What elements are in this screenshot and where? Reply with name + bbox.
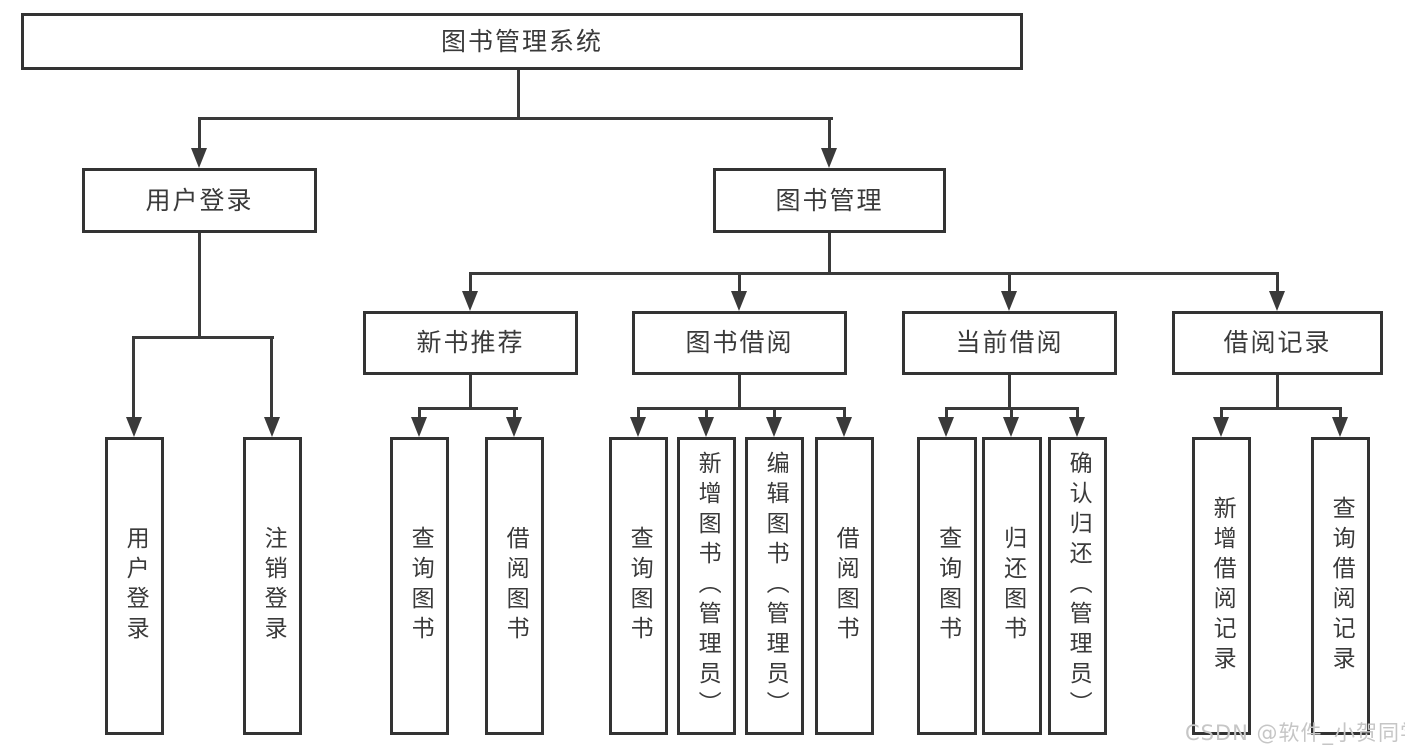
node-borrow-record: 借阅记录	[1172, 311, 1383, 375]
node-label: 查询借阅记录	[1328, 496, 1355, 676]
arrowhead-down-icon	[462, 291, 478, 311]
connector-line	[270, 336, 273, 421]
node-label: 图书借阅	[685, 328, 794, 358]
leaf-borrow-query-books: 查询图书	[609, 437, 668, 735]
node-book-borrow: 图书借阅	[632, 311, 847, 375]
arrowhead-down-icon	[1269, 291, 1285, 311]
node-label: 查询图书	[407, 526, 434, 646]
node-label: 注销登录	[260, 526, 287, 646]
leaf-current-return-books: 归还图书	[982, 437, 1042, 735]
node-new-book-recommend: 新书推荐	[363, 311, 578, 375]
node-label: 用户登录	[122, 526, 149, 646]
node-label: 新增借阅记录	[1209, 496, 1236, 676]
arrowhead-down-icon	[411, 417, 427, 437]
arrowhead-down-icon	[731, 291, 747, 311]
node-root: 图书管理系统	[21, 13, 1023, 70]
node-label: 新增图书（管理员）	[694, 451, 721, 721]
leaf-newbook-query-books: 查询图书	[390, 437, 449, 735]
connector-line	[1220, 407, 1342, 410]
node-label: 当前借阅	[955, 328, 1064, 358]
connector-line	[1008, 272, 1011, 296]
node-label: 归还图书	[999, 526, 1026, 646]
node-label: 借阅图书	[832, 526, 859, 646]
leaf-current-confirm-return-admin: 确认归还（管理员）	[1048, 437, 1107, 735]
leaf-record-query-borrow-record: 查询借阅记录	[1311, 437, 1370, 735]
connector-line	[828, 233, 831, 275]
connector-line	[1010, 407, 1013, 421]
leaf-newbook-borrow-books: 借阅图书	[485, 437, 544, 735]
connector-line	[1076, 407, 1079, 421]
node-label: 图书管理系统	[440, 26, 603, 56]
connector-line	[418, 407, 518, 410]
node-label: 查询图书	[626, 526, 653, 646]
node-label: 图书管理	[775, 185, 884, 215]
arrowhead-down-icon	[766, 417, 782, 437]
connector-line	[773, 407, 776, 421]
connector-line	[637, 407, 640, 421]
leaf-borrow-edit-books-admin: 编辑图书（管理员）	[745, 437, 804, 735]
connector-line	[1339, 407, 1342, 421]
connector-line	[513, 407, 516, 421]
node-book-management: 图书管理	[713, 168, 946, 233]
connector-line	[418, 407, 421, 421]
node-label: 编辑图书（管理员）	[762, 451, 789, 721]
connector-line	[1276, 375, 1279, 410]
node-label: 新书推荐	[416, 328, 525, 358]
leaf-record-add-borrow-record: 新增借阅记录	[1192, 437, 1251, 735]
connector-line	[828, 117, 831, 152]
watermark-text: CSDN @软件_小贺同学	[1185, 721, 1405, 745]
arrowhead-down-icon	[1001, 291, 1017, 311]
connector-line	[1220, 407, 1223, 421]
connector-line	[843, 407, 846, 421]
connector-line	[469, 272, 472, 296]
node-user-login: 用户登录	[82, 168, 317, 233]
arrowhead-down-icon	[821, 148, 837, 168]
connector-line	[1276, 272, 1279, 296]
node-current-borrow: 当前借阅	[902, 311, 1117, 375]
node-label: 确认归还（管理员）	[1065, 451, 1092, 721]
arrowhead-down-icon	[506, 417, 522, 437]
arrowhead-down-icon	[1332, 417, 1348, 437]
arrowhead-down-icon	[264, 417, 280, 437]
connector-line	[469, 272, 1279, 275]
node-label: 用户登录	[145, 185, 254, 215]
connector-line	[637, 407, 846, 410]
arrowhead-down-icon	[1003, 417, 1019, 437]
arrowhead-down-icon	[630, 417, 646, 437]
arrowhead-down-icon	[836, 417, 852, 437]
arrowhead-down-icon	[1069, 417, 1085, 437]
connector-line	[738, 272, 741, 296]
arrowhead-down-icon	[126, 417, 142, 437]
connector-line	[132, 336, 135, 421]
connector-line	[198, 117, 833, 120]
arrowhead-down-icon	[698, 417, 714, 437]
leaf-borrow-borrow-books: 借阅图书	[815, 437, 874, 735]
connector-line	[132, 336, 274, 339]
leaf-current-query-books: 查询图书	[917, 437, 977, 735]
connector-line	[469, 375, 472, 410]
leaf-borrow-add-books-admin: 新增图书（管理员）	[677, 437, 736, 735]
connector-line	[738, 375, 741, 410]
arrowhead-down-icon	[191, 148, 207, 168]
node-label: 借阅图书	[502, 526, 529, 646]
leaf-logout: 注销登录	[243, 437, 302, 735]
connector-line	[198, 233, 201, 339]
connector-line	[198, 117, 201, 152]
connector-line	[945, 407, 948, 421]
arrowhead-down-icon	[938, 417, 954, 437]
connector-line	[705, 407, 708, 421]
arrowhead-down-icon	[1213, 417, 1229, 437]
node-label: 借阅记录	[1223, 328, 1332, 358]
leaf-user-login: 用户登录	[105, 437, 164, 735]
connector-line	[517, 69, 520, 119]
connector-line	[1008, 375, 1011, 410]
node-label: 查询图书	[934, 526, 961, 646]
